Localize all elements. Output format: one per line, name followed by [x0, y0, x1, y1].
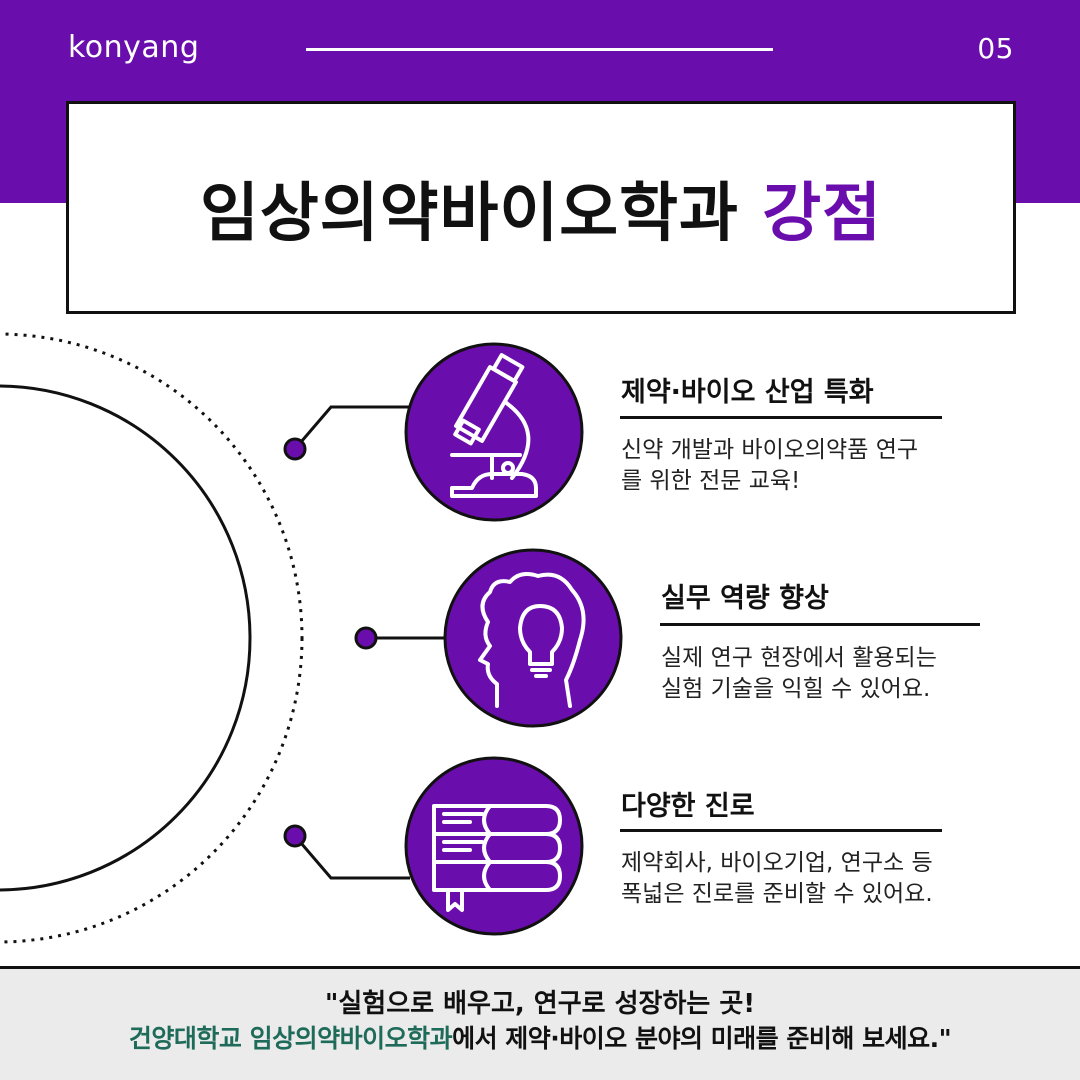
connector-3 [293, 835, 410, 880]
dotted-ring [0, 332, 304, 944]
feature-desc-1-line2: 를 위한 전문 교육! [621, 468, 801, 494]
stacked-books-icon [404, 756, 584, 936]
feature-desc-2-line1: 실제 연구 현장에서 활용되는 [661, 645, 937, 671]
microscope-icon [404, 342, 584, 522]
feature-title-3: 다양한 진로 [621, 791, 755, 822]
feature-desc-2-line2: 실험 기술을 익힐 수 있어요. [661, 676, 931, 702]
title-accent: 강점 [762, 176, 882, 251]
node-dot-3 [283, 824, 307, 848]
feature-desc-2: 실제 연구 현장에서 활용되는 실험 기술을 익힐 수 있어요. [661, 643, 937, 705]
feature-desc-1-line1: 신약 개발과 바이오의약품 연구 [621, 437, 919, 463]
feature-desc-3: 제약회사, 바이오기업, 연구소 등 폭넓은 진로를 준비할 수 있어요. [621, 848, 933, 910]
node-dot-2 [354, 626, 378, 650]
footer-quote-line2: 건양대학교 임상의약바이오학과에서 제약·바이오 분야의 미래를 준비해 보세요… [0, 1019, 1080, 1055]
inner-circle [0, 384, 252, 892]
feature-divider-3 [620, 829, 942, 832]
footer-university-name: 건양대학교 임상의약바이오학과 [128, 1024, 453, 1053]
feature-desc-1: 신약 개발과 바이오의약품 연구 를 위한 전문 교육! [621, 435, 918, 497]
feature-title-1: 제약·바이오 산업 특화 [621, 377, 874, 408]
feature-desc-3-line1: 제약회사, 바이오기업, 연구소 등 [621, 850, 933, 876]
connector-1 [293, 405, 410, 450]
head-lightbulb-icon [443, 548, 623, 728]
feature-divider-1 [620, 416, 942, 419]
title-box: 임상의약바이오학과 강점 [66, 101, 1016, 314]
title-main: 임상의약바이오학과 [200, 176, 739, 251]
feature-divider-2 [660, 623, 980, 626]
feature-desc-3-line2: 폭넓은 진로를 준비할 수 있어요. [621, 881, 933, 907]
node-dot-1 [283, 437, 307, 461]
feature-title-2: 실무 역량 향상 [661, 583, 829, 614]
page-number: 05 [977, 32, 1014, 65]
footer-banner: "실험으로 배우고, 연구로 성장하는 곳! 건양대학교 임상의약바이오학과에서… [0, 966, 1080, 1080]
footer-quote-line1: "실험으로 배우고, 연구로 성장하는 곳! [324, 989, 756, 1019]
footer-quote-line2-rest: 에서 제약·바이오 분야의 미래를 준비해 보세요." [452, 1024, 952, 1053]
header-divider [306, 48, 773, 51]
brand-label: konyang [68, 30, 200, 65]
page-title: 임상의약바이오학과 강점 [200, 162, 882, 254]
